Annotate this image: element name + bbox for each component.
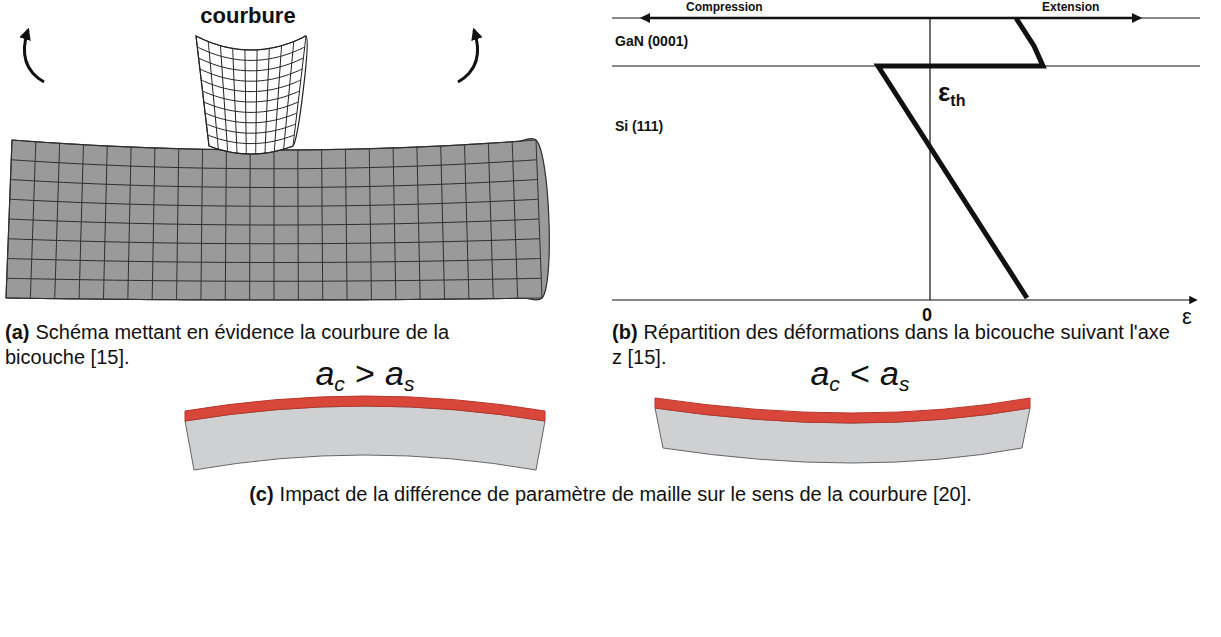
extension-arrow bbox=[930, 17, 1140, 20]
axis-label: ε bbox=[1182, 303, 1206, 331]
mesh-line bbox=[79, 145, 83, 299]
mesh-line bbox=[204, 102, 298, 112]
strain-plot bbox=[612, 18, 1200, 300]
mesh-line bbox=[103, 146, 107, 299]
mesh-line bbox=[465, 145, 469, 299]
lattice-relation-text: c bbox=[829, 372, 840, 395]
mesh-line bbox=[233, 48, 237, 153]
axis-label-text: ε bbox=[1182, 304, 1192, 329]
lattice-relation-text: a bbox=[385, 354, 404, 392]
lattice-relation-text: s bbox=[899, 372, 910, 395]
subfigure-caption-text: Schéma mettant en évidence la courbure d… bbox=[5, 321, 449, 368]
mesh-line bbox=[203, 91, 300, 102]
mesh-line bbox=[369, 149, 371, 300]
subfigure-caption-text: (c) bbox=[249, 483, 273, 505]
mesh-line bbox=[206, 124, 295, 133]
mesh-line bbox=[293, 36, 306, 146]
mesh-line bbox=[6, 140, 12, 298]
substrate-mesh bbox=[6, 138, 549, 300]
subfigure-caption-text: (a) bbox=[5, 321, 29, 343]
mesh-line bbox=[393, 148, 396, 300]
subfigure-caption-text: Impact de la différence de paramètre de … bbox=[280, 483, 972, 505]
mesh-line bbox=[322, 150, 323, 300]
mesh-line bbox=[488, 143, 493, 298]
lattice-relation-text: a bbox=[810, 354, 829, 392]
curvature-arrow bbox=[458, 30, 478, 82]
subfigure-caption: (c) Impact de la différence de paramètre … bbox=[20, 482, 1201, 507]
mesh-outline bbox=[196, 36, 307, 154]
subfigure-caption: (a)Schéma mettant en évidence la courbur… bbox=[5, 320, 510, 370]
layer-label-text: Si (111) bbox=[615, 118, 663, 134]
mesh-line bbox=[152, 148, 155, 300]
mesh-line bbox=[245, 50, 246, 154]
film-layer bbox=[655, 398, 1030, 423]
layer-label: Si (111) bbox=[615, 118, 775, 136]
mesh-line bbox=[30, 142, 35, 299]
mesh-line bbox=[196, 36, 306, 50]
mesh-line bbox=[297, 150, 299, 300]
lattice-relation-text: s bbox=[404, 372, 415, 395]
mesh-line bbox=[128, 147, 131, 299]
lattice-relation-text: a bbox=[315, 354, 334, 392]
subfigure-caption-text: (b) bbox=[612, 321, 638, 343]
substrate-layer bbox=[185, 406, 545, 470]
axis-label: Compression bbox=[686, 0, 826, 15]
bilayer-concave bbox=[655, 398, 1030, 463]
strain-axis bbox=[612, 299, 1196, 300]
lattice-relation-text: c bbox=[334, 372, 345, 395]
mesh-line bbox=[201, 80, 301, 92]
strain-symbol-text: ε bbox=[938, 77, 950, 107]
mesh-line bbox=[536, 140, 542, 298]
bilayer-convex bbox=[185, 396, 545, 470]
lattice-relation-text: < bbox=[850, 354, 870, 392]
mesh-line bbox=[200, 69, 302, 81]
mesh-line bbox=[441, 146, 445, 299]
zero-axis bbox=[929, 18, 930, 300]
compression-arrow bbox=[642, 17, 930, 20]
mesh-line bbox=[256, 50, 257, 154]
mesh-line bbox=[55, 143, 60, 298]
figure-title: courbure bbox=[148, 2, 348, 30]
mesh-line bbox=[220, 46, 227, 152]
axis-label-text: Extension bbox=[1042, 0, 1099, 14]
mesh-line bbox=[274, 46, 281, 152]
lattice-relation: ac<as bbox=[740, 352, 980, 398]
lattice-relation-text: > bbox=[355, 354, 375, 392]
mesh-line bbox=[274, 150, 275, 300]
mesh-line bbox=[208, 135, 295, 144]
mesh-line bbox=[201, 149, 203, 300]
mesh-line bbox=[225, 150, 226, 300]
mesh-line bbox=[284, 42, 294, 150]
mesh-line bbox=[199, 58, 304, 71]
mesh-line bbox=[417, 147, 420, 299]
mesh-line bbox=[512, 142, 517, 299]
mesh-line bbox=[249, 150, 251, 300]
strain-profile bbox=[878, 18, 1043, 298]
strain-symbol-text: th bbox=[950, 91, 965, 109]
mesh-line bbox=[265, 48, 269, 153]
lattice-relation-text: a bbox=[880, 354, 899, 392]
curvature-arrow bbox=[24, 30, 44, 82]
axis-label: Extension bbox=[1042, 0, 1162, 15]
surface-line bbox=[612, 17, 1200, 18]
axis-label-text: Compression bbox=[686, 0, 763, 14]
mesh-outline bbox=[6, 138, 549, 300]
film-mesh bbox=[196, 36, 307, 154]
layer-label-text: GaN (0001) bbox=[615, 33, 688, 49]
mesh-line bbox=[205, 113, 297, 123]
mesh-line bbox=[208, 42, 218, 150]
layer-label: GaN (0001) bbox=[615, 33, 775, 51]
mesh-line bbox=[177, 149, 179, 300]
mesh-line bbox=[196, 36, 209, 146]
mesh-line bbox=[345, 149, 347, 300]
film-layer bbox=[185, 396, 545, 421]
mesh-line bbox=[197, 47, 304, 60]
figure-title-text: courbure bbox=[200, 3, 295, 28]
strain-symbol: εth bbox=[938, 76, 998, 110]
mesh-line bbox=[209, 146, 293, 154]
lattice-relation: ac>as bbox=[245, 352, 485, 398]
